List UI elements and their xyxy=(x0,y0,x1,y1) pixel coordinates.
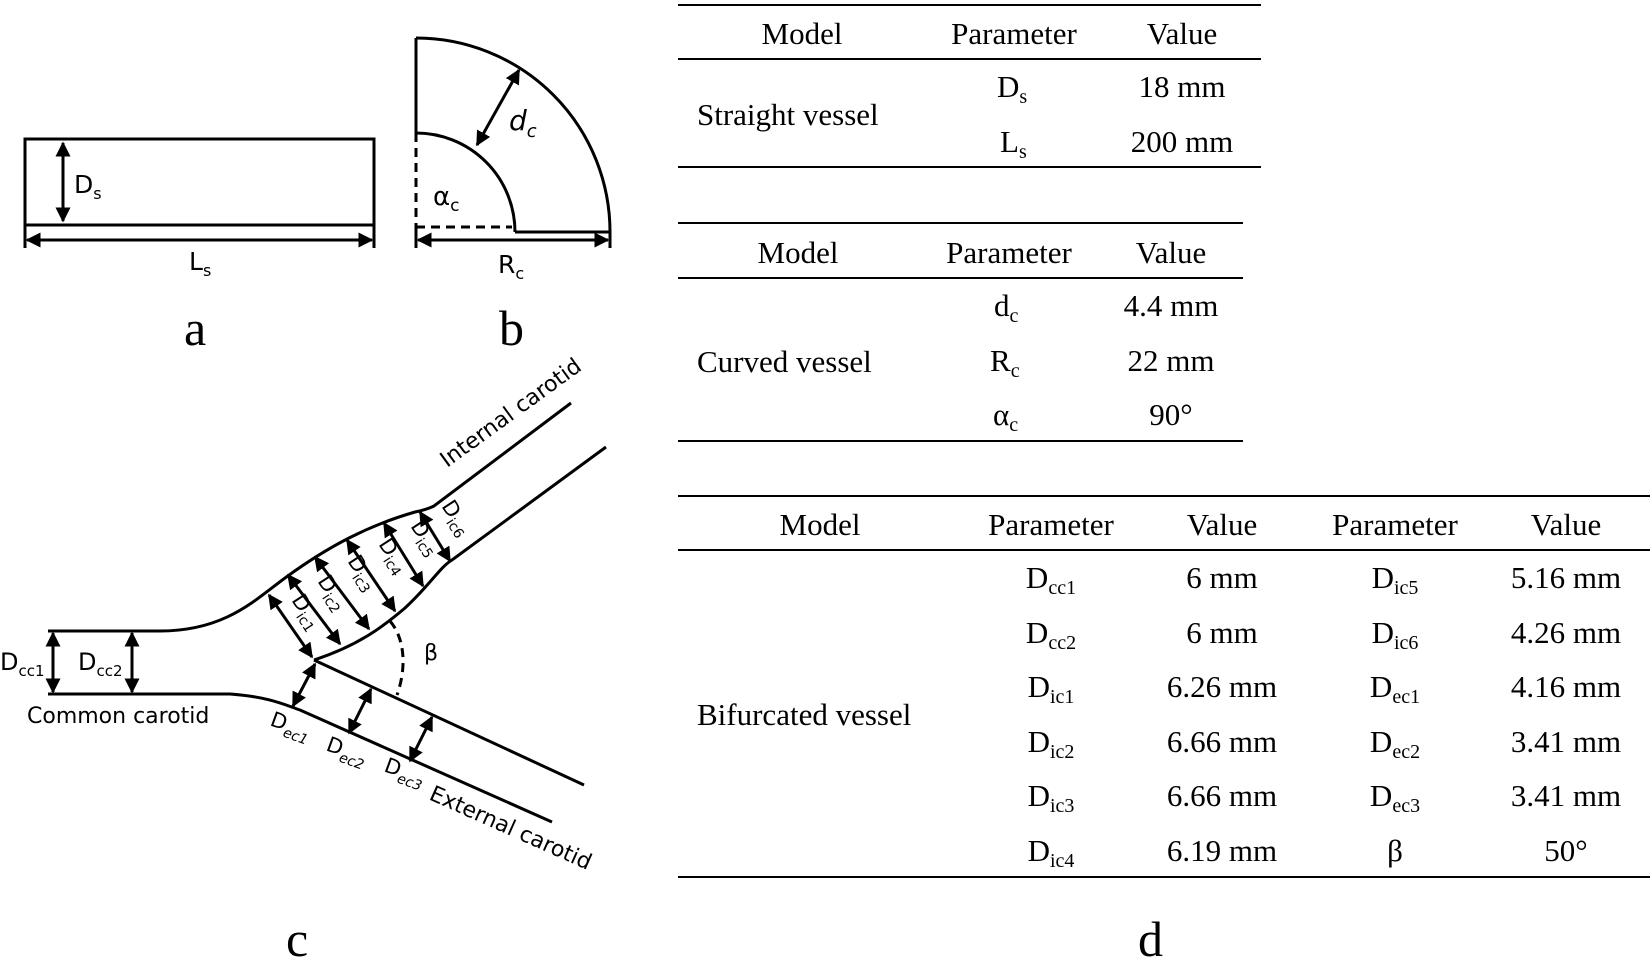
header-parameter-2: Parameter xyxy=(1332,507,1458,542)
dcc2-label: Dcc2 xyxy=(78,648,123,680)
dec3-label: Dec3 xyxy=(380,753,429,794)
rc-label: Rc xyxy=(498,250,524,283)
value-cell-2: 5.16 mm xyxy=(1511,560,1621,595)
header-parameter: Parameter xyxy=(951,16,1077,51)
alpha-c-label: αc xyxy=(433,182,460,216)
dic1-label: Dic1 xyxy=(283,590,326,636)
param-cell: Rc xyxy=(990,343,1020,382)
param-cell: dc xyxy=(994,288,1019,327)
param-cell: Dcc2 xyxy=(1026,615,1076,654)
dcc1-label: Dcc1 xyxy=(0,648,45,680)
param-cell: αc xyxy=(993,397,1018,436)
internal-inner-wall xyxy=(313,445,607,662)
param-cell-2: Dic6 xyxy=(1372,615,1419,654)
lower-wall xyxy=(48,692,553,824)
param-cell-2: β xyxy=(1387,833,1403,868)
header-parameter: Parameter xyxy=(988,507,1114,542)
dec2-arrow xyxy=(347,687,373,735)
dc-arrow xyxy=(475,68,521,147)
dic5-arrow xyxy=(382,521,425,588)
dic4-label: Dic4 xyxy=(370,534,414,580)
external-inner-wall xyxy=(313,658,585,787)
param-cell: Dic4 xyxy=(1028,833,1075,872)
param-cell: Ds xyxy=(997,69,1027,108)
value-cell: 90° xyxy=(1149,397,1192,432)
value-cell: 6.26 mm xyxy=(1167,669,1277,704)
straight-vessel-diagram: Ds Ls a xyxy=(23,137,376,356)
curved-vessel-inner-wall xyxy=(415,131,517,233)
ds-label: Ds xyxy=(74,170,102,203)
param-cell: Dic3 xyxy=(1028,778,1075,817)
panel-label-b: b xyxy=(499,300,524,356)
param-cell: Dcc1 xyxy=(1026,560,1076,599)
dec1-arrow xyxy=(291,662,317,708)
beta-angle-arc xyxy=(388,620,405,696)
dc-label: dc xyxy=(509,104,537,142)
model-name: Straight vessel xyxy=(697,97,879,132)
value-cell-2: 3.41 mm xyxy=(1511,724,1621,759)
curved-vessel-diagram: dc αc Rc b xyxy=(414,36,612,356)
value-cell: 6.66 mm xyxy=(1167,778,1277,813)
value-cell-2: 50° xyxy=(1544,833,1587,868)
value-cell: 6 mm xyxy=(1186,615,1257,650)
dic3-arrow xyxy=(313,555,371,631)
header-model: Model xyxy=(780,507,861,542)
header-parameter: Parameter xyxy=(946,235,1072,270)
upper-wall xyxy=(48,401,572,633)
value-cell: 6.66 mm xyxy=(1167,724,1277,759)
param-cell-2: Dec1 xyxy=(1370,669,1420,708)
header-model: Model xyxy=(762,16,843,51)
header-value: Value xyxy=(1187,507,1258,542)
param-cell-2: Dic5 xyxy=(1372,560,1419,599)
bifurcated-rows: Dcc1 6 mm Dic5 5.16 mm Dcc2 6 mm Dic6 4.26 mm Di… xyxy=(1026,560,1621,872)
panel-label-d: d xyxy=(1138,911,1163,964)
ls-label: Ls xyxy=(189,247,211,280)
bifurcated-vessel-table: Model Parameter Value Parameter Value Bi… xyxy=(678,495,1650,878)
dic3-label: Dic3 xyxy=(339,551,382,597)
header-value: Value xyxy=(1136,235,1207,270)
param-cell-2: Dec2 xyxy=(1370,724,1420,763)
external-carotid-label: External carotid xyxy=(426,782,596,876)
model-name: Curved vessel xyxy=(697,344,872,379)
value-cell: 22 mm xyxy=(1128,343,1215,378)
curved-vessel-outer-wall xyxy=(415,36,612,233)
param-cell: Ls xyxy=(1000,124,1027,163)
value-cell: 4.4 mm xyxy=(1124,288,1219,323)
internal-carotid-label: Internal carotid xyxy=(436,354,587,473)
dic2-arrow xyxy=(286,573,342,646)
header-value-2: Value xyxy=(1531,507,1602,542)
model-name: Bifurcated vessel xyxy=(697,697,911,732)
param-cell: Dic2 xyxy=(1028,724,1075,763)
panel-label-c: c xyxy=(286,911,308,964)
straight-vessel-outline xyxy=(23,137,376,227)
curved-vessel-table: Model Parameter Value Curved vessel dc 4… xyxy=(678,222,1243,442)
dic6-arrow xyxy=(418,510,452,563)
param-cell-2: Dec3 xyxy=(1370,778,1420,817)
bifurcated-vessel-diagram: Dcc1 Dcc2 Common carotid Internal caroti… xyxy=(0,354,607,964)
value-cell: 200 mm xyxy=(1131,124,1233,159)
dic5-label: Dic5 xyxy=(402,516,445,562)
dic4-arrow xyxy=(345,538,397,613)
beta-label: β xyxy=(424,641,438,666)
value-cell: 6.19 mm xyxy=(1167,833,1277,868)
value-cell: 18 mm xyxy=(1139,69,1226,104)
value-cell-2: 4.16 mm xyxy=(1511,669,1621,704)
param-cell: Dic1 xyxy=(1028,669,1075,708)
value-cell: 6 mm xyxy=(1186,560,1257,595)
value-cell-2: 3.41 mm xyxy=(1511,778,1621,813)
header-value: Value xyxy=(1147,16,1218,51)
value-cell-2: 4.26 mm xyxy=(1511,615,1621,650)
common-carotid-label: Common carotid xyxy=(27,704,209,729)
header-model: Model xyxy=(758,235,839,270)
dec3-arrow xyxy=(408,715,434,763)
panel-label-a: a xyxy=(184,300,206,356)
straight-vessel-table: Model Parameter Value Straight vessel Ds… xyxy=(678,4,1261,168)
